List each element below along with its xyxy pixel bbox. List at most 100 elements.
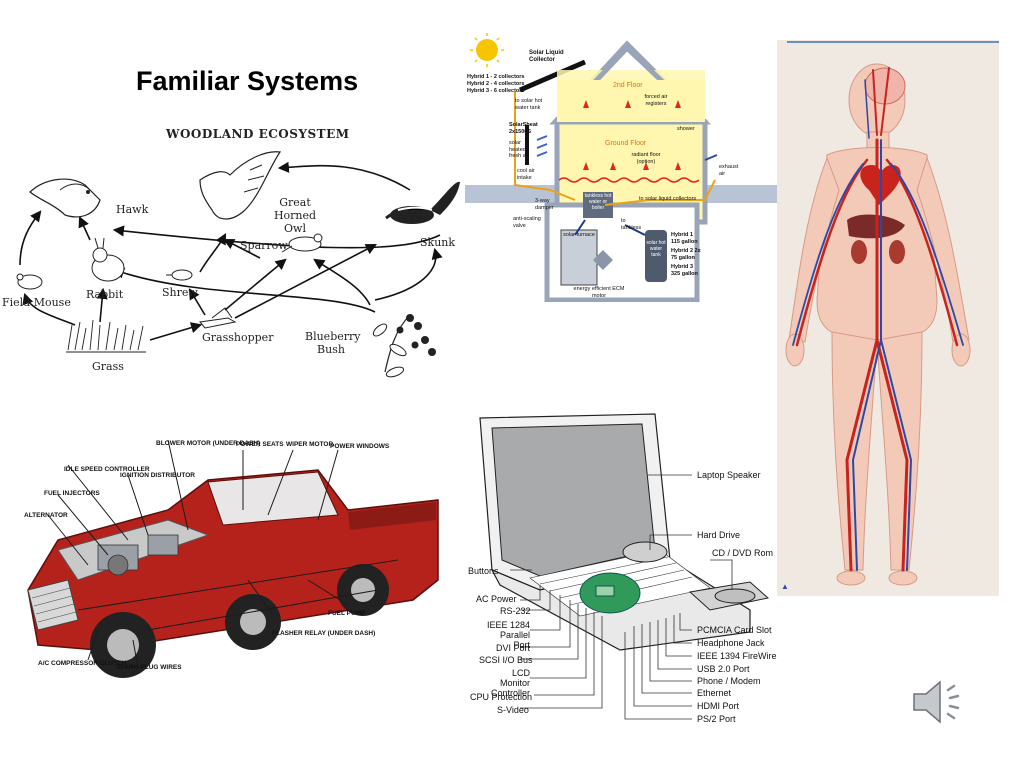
label-second-floor: 2nd Floor — [613, 82, 643, 89]
label-grasshopper: Grasshopper — [202, 331, 274, 344]
label-ignition: IGNITION DISTRIBUTOR — [120, 472, 195, 479]
label-shrew: Shrew — [162, 286, 198, 299]
laptop-label-cd-dvd: CD / DVD Rom — [712, 548, 774, 558]
label-owl-line1: Great Horned — [273, 196, 317, 222]
laptop-label-hdmi: HDMI Port — [697, 701, 740, 711]
circulatory-panel: ▲ — [777, 40, 999, 596]
label-exhaust: exhaust air — [719, 164, 739, 177]
solar-house-panel: Solar Liquid Collector Hybrid 1 - 2 coll… — [465, 30, 783, 303]
owl-illustration — [199, 151, 282, 220]
solar-collector — [519, 59, 586, 93]
circulatory-diagram — [785, 41, 999, 586]
hot-water-tank — [645, 230, 667, 282]
label-field-mouse: Field Mouse — [2, 296, 71, 309]
label-forced-air: forced air registers — [644, 94, 668, 107]
arrow-grasshopper-sparrow — [224, 258, 287, 311]
label-tankless-box: tankless hot water or boiler — [584, 193, 612, 211]
slide-title: Familiar Systems — [136, 66, 359, 96]
solar-house-diagram — [465, 33, 783, 303]
arrow-grass-grasshopper — [149, 322, 203, 341]
speaker-icon[interactable] — [910, 676, 968, 728]
right-leg — [876, 331, 923, 571]
arrow-bush-rabbit — [112, 267, 376, 313]
label-wiper-motor: WIPER MOTOR — [286, 441, 334, 448]
arrow-sparrow-owl — [223, 238, 261, 259]
label-ac-compressor: A/C COMPRESSOR CLUTCH — [38, 660, 127, 667]
truck-cab-window — [207, 471, 339, 526]
label-hybrid3: Hybrid 3 - 6 collectors — [467, 88, 525, 94]
arrow-grasshopper-skunk — [234, 243, 377, 319]
laptop-label-lcd: LCD Monitor Controller — [490, 668, 530, 698]
label-furnace: solar furnace — [563, 232, 595, 238]
label-shower: shower — [677, 126, 695, 132]
label-blower-motor: BLOWER MOTOR (UNDER DASH) — [156, 440, 261, 447]
laptop-label-parallel: IEEE 1284 Parallel Port — [486, 620, 530, 650]
label-sparrow: Sparrow — [240, 239, 288, 252]
arrow-bush-sparrow — [313, 258, 371, 306]
label-spark-plug: SPARK-PLUG WIRES — [116, 664, 182, 671]
laptop-label-cpu: CPU Protection — [470, 692, 533, 702]
label-rabbit: Rabbit — [86, 288, 124, 301]
blueberry-bush-illustration — [372, 314, 436, 378]
label-idle-speed: IDLE SPEED CONTROLLER — [64, 466, 150, 473]
label-blueberry-bush: Blueberry Bush — [305, 330, 361, 356]
grasshopper-illustration — [199, 307, 237, 329]
label-solarsheat: SolarSheat 2x1500S — [509, 122, 538, 135]
truck-wheels — [90, 564, 389, 678]
laptop-label-usb: USB 2.0 Port — [697, 664, 750, 674]
label-damper: 3-way damper — [535, 198, 554, 211]
logo-mark: ▲ — [781, 582, 789, 591]
laptop-label-buttons: Buttons — [468, 566, 499, 576]
laptop-label-speaker: Laptop Speaker — [697, 470, 761, 480]
label-owl: Great Horned Owl — [260, 196, 330, 235]
label-blueberry-line2: Bush — [317, 343, 345, 356]
label-hot-tank: solar hot water tank — [646, 240, 666, 258]
label-grass: Grass — [92, 360, 124, 373]
label-hybrid1: Hybrid 1 - 2 collectors — [467, 74, 525, 80]
label-hybrid2: Hybrid 2 - 4 collectors — [467, 81, 525, 87]
hawk-illustration — [29, 178, 101, 218]
arrow-rabbit-hawk — [78, 215, 91, 241]
label-solar-heated: solar heated fresh air — [509, 140, 529, 159]
label-blueberry-line1: Blueberry — [305, 330, 361, 343]
label-tank-h3: Hybrid 3 325 gallon — [671, 264, 698, 277]
arrow-bush-skunk — [374, 247, 443, 301]
label-ground-floor: Ground Floor — [605, 140, 647, 147]
label-flasher-relay: FLASHER RELAY (UNDER DASH) — [272, 630, 376, 637]
laptop-label-headphone: Headphone Jack — [697, 638, 765, 648]
arrow-mouse-hawk — [19, 210, 42, 266]
label-tank-h1: Hybrid 1 115 gallon — [671, 232, 698, 245]
label-radiant: radiant floor (option) — [631, 152, 661, 165]
sun-icon — [476, 39, 498, 61]
label-solar-collector: Solar Liquid Collector — [529, 50, 564, 63]
laptop-label-scsi: SCSI I/O Bus — [479, 655, 533, 665]
laptop-label-rs232: RS-232 — [500, 606, 531, 616]
shrew-illustration — [166, 269, 193, 281]
arrow-grasshopper-shrew — [188, 288, 206, 316]
ecosystem-diagram — [16, 151, 460, 378]
label-hawk: Hawk — [116, 203, 149, 216]
laptop-label-svideo: S-Video — [497, 705, 529, 715]
solar-furnace — [560, 229, 598, 286]
label-owl-line2: Owl — [284, 222, 306, 235]
laptop-label-dvi: DVI Port — [496, 643, 531, 653]
arrow-skunk-hawk — [112, 225, 441, 249]
laptop-screen — [491, 423, 656, 577]
label-to-solar: to solar liquid collectors — [639, 196, 697, 202]
food-web-arrows — [19, 161, 443, 341]
skunk-illustration — [385, 181, 460, 224]
label-power-seats: POWER SEATS — [236, 441, 284, 448]
laptop-label-ac-power: AC Power — [476, 594, 517, 604]
laptop-label-modem: Phone / Modem — [697, 676, 761, 686]
solarsheat-panel — [525, 125, 529, 165]
field-mouse-illustration — [16, 273, 43, 290]
label-cool-air: cool air intake — [517, 168, 535, 181]
arrow-skunk-owl — [277, 161, 411, 191]
arrow-grass-rabbit — [96, 287, 108, 323]
laptop-label-ps2: PS/2 Port — [697, 714, 736, 724]
label-to-tank: to solar hot water tank — [515, 98, 543, 111]
label-motor: energy efficient ECM motor — [573, 286, 625, 299]
laptop-label-firewire: IEEE 1394 FireWire — [697, 651, 777, 661]
sparrow-illustration — [281, 233, 323, 253]
label-power-windows: POWER WINDOWS — [330, 443, 390, 450]
